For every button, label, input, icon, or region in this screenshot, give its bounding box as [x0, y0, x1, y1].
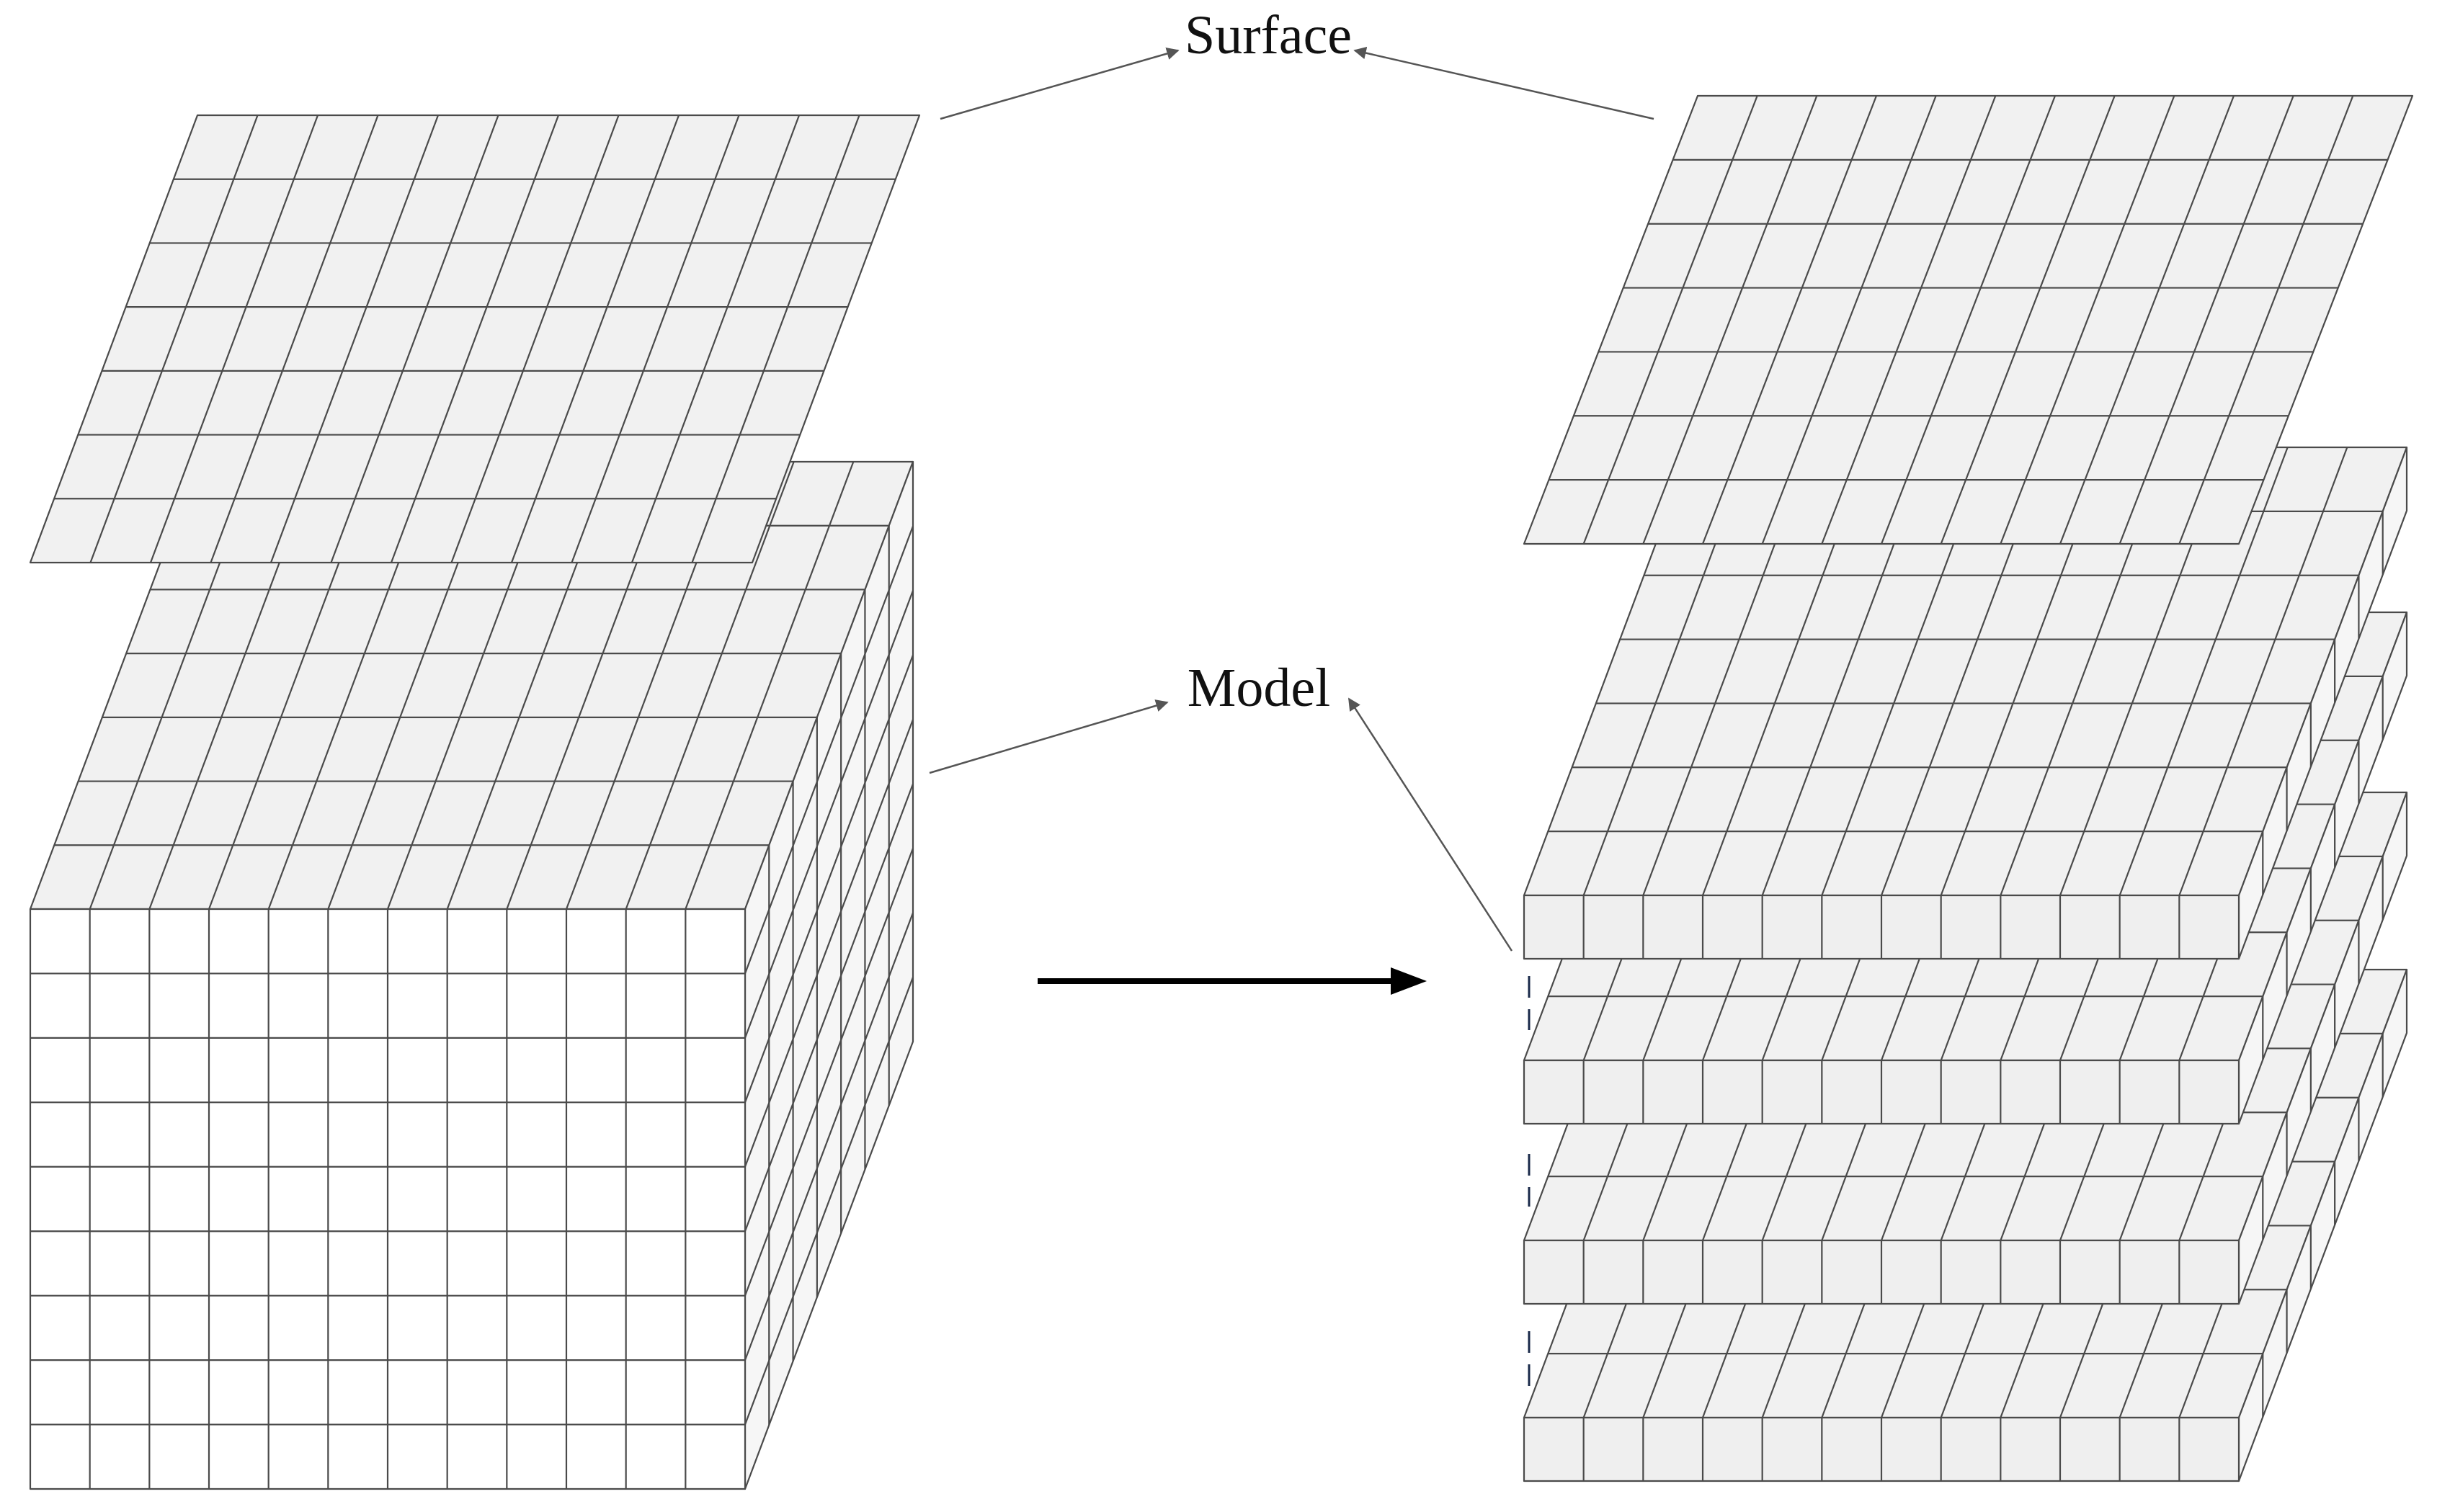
- left-cube-side-gridline: [744, 848, 914, 1297]
- right-surface-plane: [1523, 94, 2414, 545]
- surface-label: Surface: [1185, 5, 1352, 66]
- left-surface-gridline: [571, 115, 740, 563]
- left-cube-side-gridline: [744, 783, 914, 1232]
- right-model-slab-1: [1523, 446, 2408, 960]
- model-pointer-right: [1347, 697, 1513, 952]
- left-surface-gridline: [510, 115, 680, 563]
- left-surface-gridline: [149, 115, 319, 563]
- left-cube-side-gridline: [744, 977, 914, 1425]
- left-surface-gridline: [390, 115, 560, 563]
- surface-pointer-left: [940, 47, 1180, 120]
- right-surface-gridline: [2178, 95, 2354, 545]
- left-surface-gridline: [269, 115, 440, 563]
- left-cube-side-gridline: [744, 654, 914, 1103]
- left-surface-gridline: [330, 115, 499, 563]
- right-surface-gridline: [2119, 95, 2294, 545]
- left-surface-gridline: [210, 115, 379, 563]
- surface-pointer-right: [1353, 46, 1654, 120]
- right-surface-gridline: [1821, 95, 1997, 545]
- right-surface-gridline: [2059, 95, 2235, 545]
- left-surface-gridline: [450, 115, 620, 563]
- left-surface-gridline: [631, 115, 801, 563]
- model-pointer-left: [929, 699, 1169, 774]
- left-model-cube: [29, 460, 914, 1490]
- left-cube-side-gridline: [744, 590, 914, 1039]
- left-surface-gridline: [691, 115, 860, 563]
- right-surface-gridline: [1940, 95, 2116, 545]
- right-surface-gridline: [1582, 95, 1758, 545]
- right-surface-gridline: [1761, 95, 1937, 545]
- right-surface-gridline: [2000, 95, 2175, 545]
- right-surface-gridline: [1701, 95, 1878, 545]
- left-cube-side-gridline: [744, 912, 914, 1361]
- left-cube-side-gridline: [744, 719, 914, 1168]
- right-surface-gridline: [1642, 95, 1818, 545]
- left-cube-top-face-gridline: [685, 461, 855, 910]
- left-surface-plane: [29, 114, 921, 564]
- transform-arrow: [1038, 967, 1427, 995]
- left-surface-gridline: [89, 115, 259, 563]
- right-slab-1-top-face-gridline: [2119, 447, 2289, 896]
- left-cube-side-gridline: [744, 526, 914, 974]
- right-slab-1-top-face-gridline: [2178, 447, 2348, 896]
- right-surface-gridline: [1880, 95, 2057, 545]
- left-cube-top-face-gridline: [625, 461, 795, 910]
- model-label: Model: [1188, 658, 1330, 718]
